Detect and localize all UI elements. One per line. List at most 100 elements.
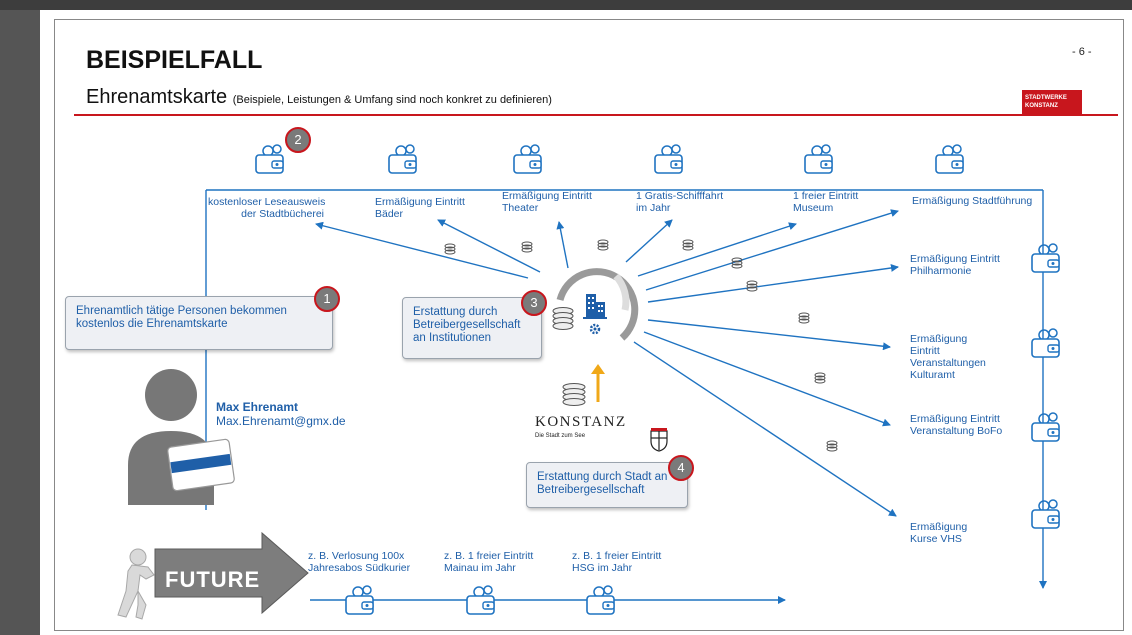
person-name: Max Ehrenamt (216, 400, 299, 414)
wallet-icon (935, 144, 964, 174)
city-crest-icon (650, 428, 668, 452)
arrow-to-stadtbuecherei (315, 221, 529, 279)
step-badge-1: 1 (314, 286, 340, 312)
benefit-line2: im Jahr (636, 202, 671, 214)
benefit-vhs: Ermäßigung Kurse VHS (910, 521, 967, 545)
step-1-line2: kostenlos die Ehrenamtskarte (76, 318, 228, 330)
benefit-line: Ermäßigung (910, 521, 968, 533)
wallet-icon (388, 144, 417, 174)
benefit-line1: 1 freier Eintritt (793, 190, 859, 202)
step-1-line1: Ehrenamtlich tätige Personen bekommen (76, 305, 287, 317)
coins-icon (552, 307, 574, 330)
wallet-icon (466, 585, 495, 615)
arrow-to-philharmonie (647, 264, 899, 303)
arrow-to-stadtfuehrung (645, 209, 899, 291)
future-arrow-icon (117, 531, 309, 620)
benefit-hsg: z. B. 1 freier Eintritt HSG im Jahr (572, 550, 661, 574)
page-number: - 6 - (1072, 46, 1092, 58)
building-icon (583, 294, 607, 319)
coins-icon (814, 372, 826, 384)
step-3-line2: Betreibergesellschaft (413, 319, 521, 331)
benefit-line1: Ermäßigung Eintritt (502, 190, 592, 202)
benefit-line: Ermäßigung Eintritt (910, 413, 1000, 425)
window-left-panel (0, 10, 40, 635)
pushing-figure-icon (117, 548, 155, 620)
person-email: Max.Ehrenamt@gmx.de (216, 414, 346, 428)
arrow-to-vhs (633, 341, 897, 517)
wallet-icon (654, 144, 683, 174)
logo-line1: STADTWERKE (1025, 95, 1067, 101)
step-3-line3: an Institutionen (413, 332, 492, 344)
benefit-line1: z. B. 1 freier Eintritt (572, 550, 662, 562)
arrow-to-kulturamt (647, 319, 891, 351)
coins-icon (444, 243, 456, 255)
benefit-philharmonie: Ermäßigung Eintritt Philharmonie (910, 253, 1000, 277)
step-box-4: Erstattung durch Stadt an Betreibergesel… (526, 462, 688, 508)
logo-line2: KONSTANZ (1025, 103, 1058, 109)
future-label: FUTURE (165, 567, 261, 592)
benefit-kulturamt: Ermäßigung Eintritt Veranstaltungen Kult… (910, 333, 986, 381)
person-icon (128, 369, 235, 505)
coins-icon (798, 312, 810, 324)
benefit-theater: Ermäßigung Eintritt Theater (502, 190, 592, 214)
benefit-line: Ermäßigung (910, 333, 968, 345)
stadtwerke-logo: STADTWERKE KONSTANZ (1022, 90, 1082, 114)
benefit-line: Kurse VHS (910, 533, 962, 545)
benefit-line: Ermäßigung Eintritt (910, 253, 1000, 265)
card-icon (167, 438, 235, 492)
wallet-icon (1031, 499, 1060, 529)
wallet-icon (586, 585, 615, 615)
benefit-line1: z. B. 1 freier Eintritt (444, 550, 534, 562)
step-badge-2: 2 (285, 127, 311, 153)
wallet-icon (255, 144, 284, 174)
coins-icon (562, 383, 586, 406)
slide-frame (54, 19, 1124, 631)
benefit-line2: Jahresabos Südkurier (308, 562, 411, 574)
coins-icon (826, 440, 838, 452)
subtitle-note: (Beispiele, Leistungen & Umfang sind noc… (232, 94, 552, 106)
benefit-line2: Theater (502, 202, 539, 214)
benefit-suedkurier: z. B. Verlosung 100x Jahresabos Südkurie… (308, 550, 410, 574)
benefit-bofo: Ermäßigung Eintritt Veranstaltung BoFo (910, 413, 1002, 437)
step-box-1: Ehrenamtlich tätige Personen bekommen ko… (65, 296, 333, 350)
benefit-line2: Museum (793, 202, 834, 214)
benefit-line2: Bäder (375, 208, 404, 220)
benefit-line: Eintritt (910, 345, 940, 357)
benefit-line: Philharmonie (910, 265, 972, 277)
subtitle-text: Ehrenamtskarte (86, 86, 228, 108)
coins-icon (521, 241, 533, 253)
benefit-line: Veranstaltung BoFo (910, 425, 1003, 437)
benefit-line2: Mainau im Jahr (444, 562, 516, 574)
window-top-bar (0, 0, 1132, 10)
benefit-line: Veranstaltungen (910, 357, 986, 369)
city-tagline: Die Stadt zum See (535, 433, 586, 439)
arrow-to-museum (637, 222, 797, 277)
benefit-line2: HSG im Jahr (572, 562, 633, 574)
wallet-icon (1031, 412, 1060, 442)
benefit-line1: Ermäßigung Eintritt (375, 196, 465, 208)
wallet-icon (804, 144, 833, 174)
flow-lines (205, 189, 1047, 604)
benefit-mainau: z. B. 1 freier Eintritt Mainau im Jahr (444, 550, 533, 574)
step-4-line2: Betreibergesellschaft (537, 484, 645, 496)
arrow-to-bofo (643, 331, 891, 427)
coins-icon (731, 257, 743, 269)
arrow-to-baeder (437, 219, 541, 273)
benefit-stadtfuehrung: Ermäßigung Stadtführung (912, 195, 1032, 207)
wallet-icon (513, 144, 542, 174)
wallet-icon (1031, 328, 1060, 358)
slide-subtitle: Ehrenamtskarte (Beispiele, Leistungen & … (86, 86, 552, 109)
benefit-line: Kulturamt (910, 369, 955, 381)
wallet-icon (1031, 243, 1060, 273)
step-3-line1: Erstattung durch (413, 306, 498, 318)
step-badge-4: 4 (668, 455, 694, 481)
slide: BEISPIELFALL Ehrenamtskarte (Beispiele, … (40, 10, 1132, 635)
city-logo-text: KONSTANZ (535, 414, 627, 430)
arrow-to-schifffahrt (625, 219, 673, 263)
coins-icon (682, 239, 694, 251)
step-4-line1: Erstattung durch Stadt an (537, 471, 668, 483)
title-divider (74, 114, 1118, 116)
benefit-line1: 1 Gratis-Schifffahrt (636, 190, 724, 202)
coins-icon (746, 280, 758, 292)
coins-icon (597, 239, 609, 251)
